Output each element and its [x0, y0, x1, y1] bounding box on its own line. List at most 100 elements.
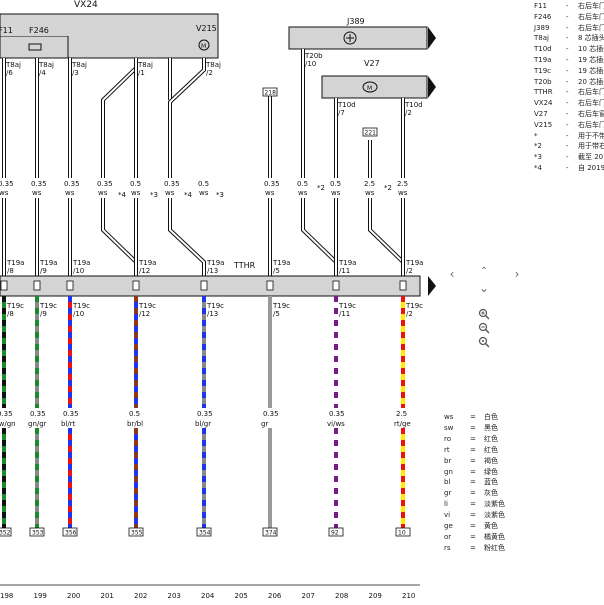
legend-color-name: 黑色 — [484, 423, 498, 432]
legend-color-code: li — [444, 500, 448, 509]
bottom-ref-label: 10 — [398, 530, 406, 537]
wire-spec-size: 0.35 — [31, 180, 47, 188]
legend-color-code: ge — [444, 522, 453, 530]
legend-component-row: *4-自 2019 ... — [534, 163, 604, 173]
lower-spec-bg — [393, 408, 413, 428]
legend-code: *3 — [534, 153, 542, 162]
bottom-ref-box — [328, 527, 344, 537]
wire-spec-size: 2.5 — [397, 180, 408, 188]
top-connector-pin: /7 — [338, 109, 345, 117]
pan-left-button[interactable]: ‹ — [449, 267, 455, 281]
bottom-ref-box — [0, 527, 12, 537]
legend-color-row: bl=蓝色 — [444, 477, 498, 487]
legend-dash: - — [566, 45, 569, 54]
lower-spec-bg — [260, 408, 280, 428]
legend-component-row: *2-用于带右后... — [534, 141, 604, 151]
t19a-pin: /13 — [207, 267, 218, 275]
wire-outline — [101, 58, 138, 276]
column-number: 202 — [134, 592, 147, 600]
ref-box — [362, 127, 378, 137]
wire-spec-size: 0.5 — [130, 180, 141, 188]
v27-motor-m: M — [367, 85, 372, 92]
legend-color-row: br=褐色 — [444, 456, 498, 466]
legend-color-code: ws — [444, 413, 454, 421]
t19c-label: T19c — [39, 302, 57, 310]
legend-eq: = — [470, 445, 476, 454]
wire-spec-bg — [395, 178, 411, 198]
t19c-pin: /10 — [73, 310, 84, 318]
legend-color-row: rt=红色 — [444, 445, 498, 455]
ref-box-label: 221 — [365, 130, 377, 137]
lower-spec-color: bl/gr — [195, 420, 211, 428]
top-connector-pin: /10 — [305, 60, 316, 68]
legend-text: 右后车门... — [578, 2, 604, 10]
lower-spec-bg — [326, 408, 346, 428]
legend-code: * — [534, 131, 538, 140]
legend-color-row: vi=淡紫色 — [444, 510, 505, 520]
f246-label: F246 — [29, 26, 49, 35]
legend-text: 截至 2019... — [578, 153, 604, 162]
tthr-label: TTHR — [233, 261, 256, 270]
legend-dash: - — [566, 164, 569, 172]
legend-text: 用于不带右... — [578, 131, 604, 140]
harness-pin-icon — [200, 280, 208, 291]
legend-text: 10 芯插头... — [578, 45, 604, 54]
wire-spec-color: ws — [298, 189, 308, 197]
legend-dash: - — [566, 153, 569, 162]
legend-code: T19a — [534, 56, 552, 64]
wire-spec-size: 2.5 — [364, 180, 375, 188]
tthr-arrow-icon — [428, 276, 436, 296]
bottom-ref-label: 374 — [265, 530, 277, 537]
j389-relay-icon — [343, 31, 357, 45]
top-connector-label: T8aj — [38, 61, 54, 69]
legend-dash: - — [566, 142, 569, 151]
legend-code: *2 — [534, 142, 542, 151]
legend-component-row: *-用于不带右... — [534, 131, 604, 141]
legend-color-row: rs=粉红色 — [444, 543, 505, 553]
legend-dash: - — [566, 110, 569, 118]
wire-outline — [168, 58, 206, 276]
legend-code: V27 — [534, 110, 548, 118]
top-connector-pin: /6 — [6, 69, 13, 77]
wire-spec-bg — [162, 178, 178, 198]
top-connector-pin: /3 — [72, 69, 79, 77]
t19c-pin: /12 — [139, 310, 150, 318]
wire-spec-color: ws — [98, 189, 108, 197]
pan-up-button[interactable]: ‸ — [481, 255, 487, 269]
column-number: 203 — [168, 592, 181, 600]
zoom-fit-button[interactable] — [476, 334, 492, 350]
legend-dash: - — [566, 34, 569, 43]
zoom-in-button[interactable] — [476, 306, 492, 322]
t19a-pin: /9 — [40, 267, 47, 275]
legend-dash: - — [566, 99, 569, 108]
vx24-label: VX24 — [74, 0, 98, 10]
legend-dash: - — [566, 23, 569, 32]
wire-spec-size: 0.35 — [0, 180, 14, 188]
legend-color-name: 绿色 — [484, 467, 498, 476]
wire-spec-color: ws — [398, 189, 408, 197]
top-connector-label: T10d — [404, 101, 423, 109]
legend-color-code: ro — [444, 434, 452, 443]
wire-spec-size: 0.35 — [97, 180, 113, 188]
legend-text: 右后车门中... — [578, 12, 604, 21]
t19c-label: T19c — [338, 302, 356, 310]
pan-right-button[interactable]: › — [514, 267, 520, 281]
wire-spec-bg — [95, 178, 111, 198]
bottom-ref-box — [62, 527, 78, 537]
legend-code: TTHR — [534, 88, 553, 97]
legend-color-name: 粉红色 — [484, 543, 505, 552]
legend-text: 右后车门... — [578, 23, 604, 32]
pan-down-button[interactable]: ⌄ — [478, 281, 490, 295]
t19c-pin: /11 — [339, 310, 350, 318]
t19c-pin: /5 — [273, 310, 280, 318]
legend-text: 20 芯插头... — [578, 77, 604, 86]
top-connector-label: T10d — [337, 101, 356, 109]
legend-eq: = — [470, 511, 476, 520]
v215-motor-icon — [198, 39, 210, 51]
v215-label: V215 — [196, 24, 217, 33]
t19a-label: T19a — [72, 259, 90, 267]
legend-eq: = — [470, 434, 476, 443]
zoom-out-button[interactable] — [476, 320, 492, 336]
lower-spec-bg — [60, 408, 80, 428]
lower-spec-color: gr — [261, 420, 268, 428]
